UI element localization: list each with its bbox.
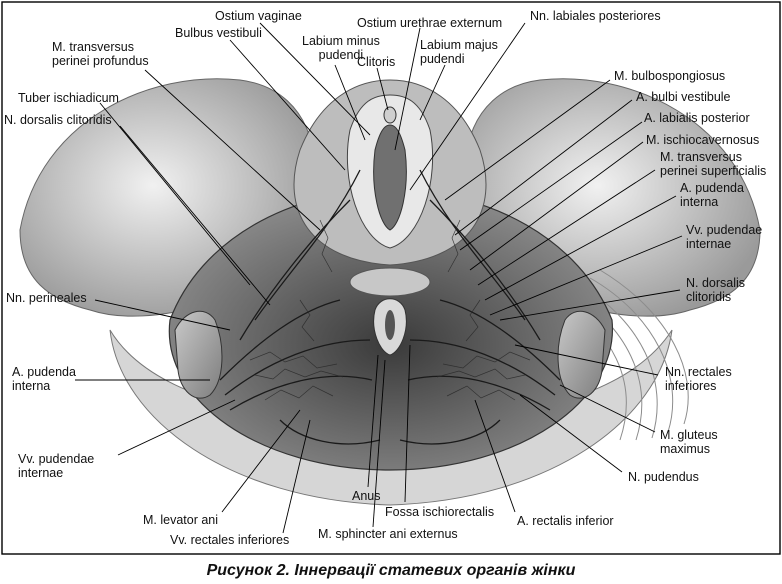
label-vv-rectales: Vv. rectales inferiores <box>170 533 290 547</box>
label-ostium-vaginae: Ostium vaginae <box>215 9 302 23</box>
label-tuber-ischiadicum: Tuber ischiadicum <box>18 91 119 105</box>
label-clitoris: Clitoris <box>357 55 396 69</box>
label-a-bulbi: A. bulbi vestibule <box>636 90 731 104</box>
label-n-dorsalis-right: N. dorsalis clitoridis <box>686 276 746 304</box>
label-labium-majus: Labium majus pudendi <box>420 38 498 66</box>
label-n-pudendus: N. pudendus <box>628 470 699 484</box>
label-vv-pudendae-right: Vv. pudendae internae <box>686 223 763 251</box>
label-m-levator-ani: M. levator ani <box>143 513 219 527</box>
anatomy-illustration <box>1 1 781 555</box>
clitoris <box>383 106 397 124</box>
vestibule <box>373 124 407 231</box>
label-n-dorsalis-left: N. dorsalis clitoridis <box>4 113 112 127</box>
label-nn-rectales: Nn. rectales inferiores <box>665 365 732 393</box>
label-a-labialis: A. labialis posterior <box>644 111 750 125</box>
label-m-sphincter: M. sphincter ani externus <box>318 527 458 541</box>
label-vv-pudendae-left: Vv. pudendae internae <box>18 452 95 480</box>
label-a-rectalis-inferior: A. rectalis inferior <box>517 514 614 528</box>
label-m-transversus-superficialis: M. transversus perinei superficialis <box>660 150 767 178</box>
label-anus: Anus <box>352 489 381 503</box>
label-nn-labiales: Nn. labiales posteriores <box>530 9 661 23</box>
label-labium-minus: Labium minus pudendi <box>302 34 380 62</box>
label-ostium-urethrae: Ostium urethrae externum <box>357 16 503 30</box>
label-m-transversus-profundus: M. transversus perinei profundus <box>52 40 149 68</box>
label-a-pudenda-right: A. pudenda interna <box>680 181 744 209</box>
label-m-bulbospongiosus: M. bulbospongiosus <box>614 69 726 83</box>
label-bulbus-vestibuli: Bulbus vestibuli <box>175 26 262 40</box>
label-m-ischiocavernosus: M. ischiocavernosus <box>646 133 760 147</box>
label-m-gluteus: M. gluteus maximus <box>660 428 718 456</box>
label-a-pudenda-left: A. pudenda interna <box>12 365 76 393</box>
label-nn-perineales: Nn. perineales <box>6 291 87 305</box>
label-fossa-ischiorectalis: Fossa ischiorectalis <box>385 505 495 519</box>
figure-caption: Рисунок 2. Іннервації статевих органів ж… <box>206 562 576 579</box>
